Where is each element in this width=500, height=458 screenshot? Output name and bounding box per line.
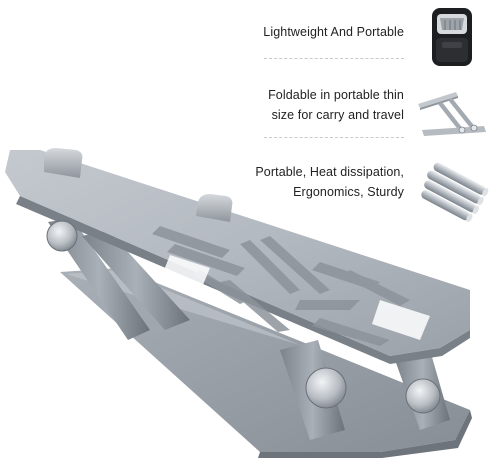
top-plate	[5, 150, 470, 364]
vent-pattern	[152, 226, 410, 346]
hinge-knob-rear-left	[46, 220, 78, 252]
dashed-divider	[264, 58, 404, 59]
feature-caption: Foldable in portable thin size for carry…	[224, 85, 404, 125]
aluminum-rods-icon	[421, 162, 489, 222]
hinge-knob-front-right	[405, 378, 441, 414]
feature-caption-line: Lightweight And Portable	[263, 25, 404, 39]
stopper-right	[196, 194, 233, 222]
rear-arm-right	[82, 230, 190, 330]
stopper-left	[44, 148, 83, 178]
dashed-divider	[264, 137, 404, 138]
hinge-knob-front-left	[305, 367, 347, 409]
feature-heat-dissipation: Portable, Heat dissipation, Ergonomics, …	[230, 156, 500, 226]
feature-foldable: Foldable in portable thin size for carry…	[230, 82, 500, 152]
folding-stand-icon	[418, 92, 486, 136]
feature-caption-line: Portable, Heat dissipation,	[255, 165, 404, 179]
backpack-icon	[432, 8, 472, 66]
feature-lightweight: Lightweight And Portable	[230, 6, 500, 80]
feature-caption: Lightweight And Portable	[224, 22, 404, 42]
feature-caption-line: Foldable in portable thin	[268, 88, 404, 102]
feature-caption-line: size for carry and travel	[271, 108, 404, 122]
feature-caption-line: Ergonomics, Sturdy	[293, 185, 404, 199]
rear-arm-left	[48, 218, 150, 340]
feature-caption: Portable, Heat dissipation, Ergonomics, …	[224, 162, 404, 202]
